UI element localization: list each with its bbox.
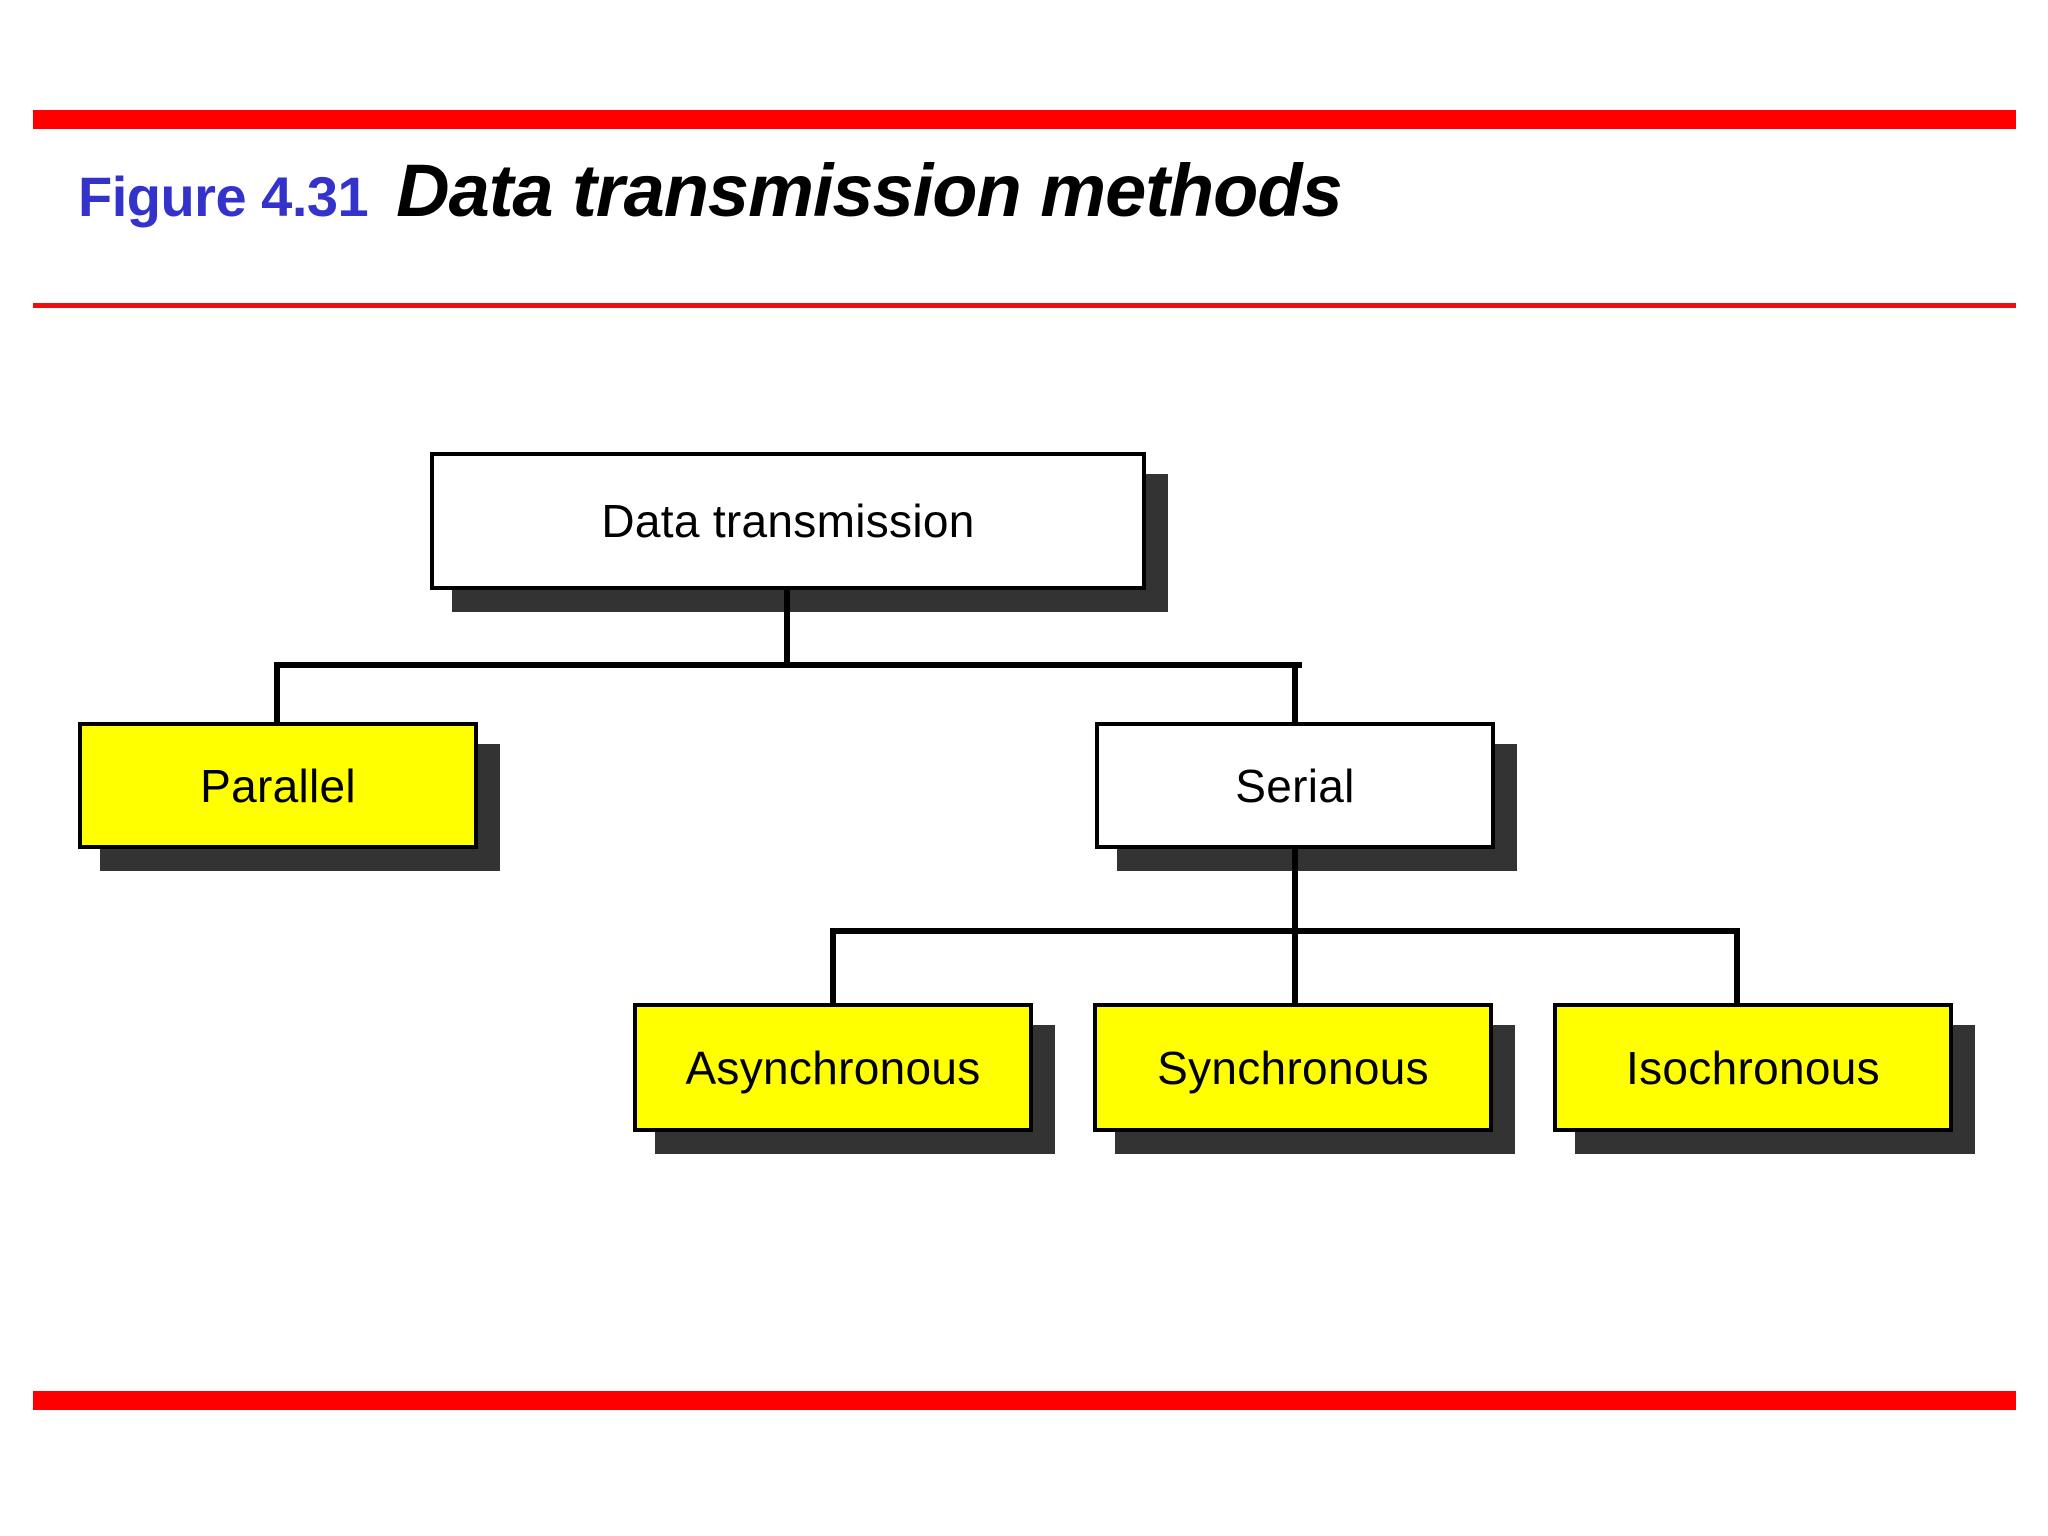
node-label-data-transmission: Data transmission — [601, 495, 975, 547]
connector-drop-parallel — [274, 662, 280, 724]
node-serial[interactable]: Serial — [1095, 722, 1495, 849]
connector-tier1-horizontal — [274, 662, 1302, 668]
node-label-isochronous: Isochronous — [1626, 1041, 1880, 1094]
connector-tier2-horizontal — [830, 928, 1740, 934]
node-isochronous[interactable]: Isochronous — [1553, 1003, 1953, 1132]
connector-drop-isochronous — [1734, 928, 1740, 1005]
connector-serial-stem — [1292, 849, 1298, 931]
node-label-parallel: Parallel — [200, 759, 356, 812]
node-label-synchronous: Synchronous — [1157, 1041, 1429, 1094]
bottom-accent-rule — [33, 1391, 2016, 1410]
connector-drop-serial — [1292, 662, 1298, 724]
node-asynchronous[interactable]: Asynchronous — [633, 1003, 1033, 1132]
page-title: Figure 4.31 Data transmission methods — [78, 148, 1343, 233]
node-label-asynchronous: Asynchronous — [685, 1041, 981, 1094]
figure-title-text: Data transmission methods — [396, 149, 1342, 232]
node-data-transmission[interactable]: Data transmission — [430, 452, 1146, 590]
figure-number-label: Figure 4.31 — [78, 165, 369, 228]
top-accent-rule — [33, 110, 2016, 129]
node-synchronous[interactable]: Synchronous — [1093, 1003, 1493, 1132]
connector-drop-asynchronous — [830, 928, 836, 1005]
connector-root-stem — [784, 590, 790, 668]
connector-drop-synchronous — [1292, 928, 1298, 1005]
node-label-serial: Serial — [1235, 759, 1355, 812]
node-parallel[interactable]: Parallel — [78, 722, 478, 849]
title-underline-rule — [33, 303, 2016, 308]
